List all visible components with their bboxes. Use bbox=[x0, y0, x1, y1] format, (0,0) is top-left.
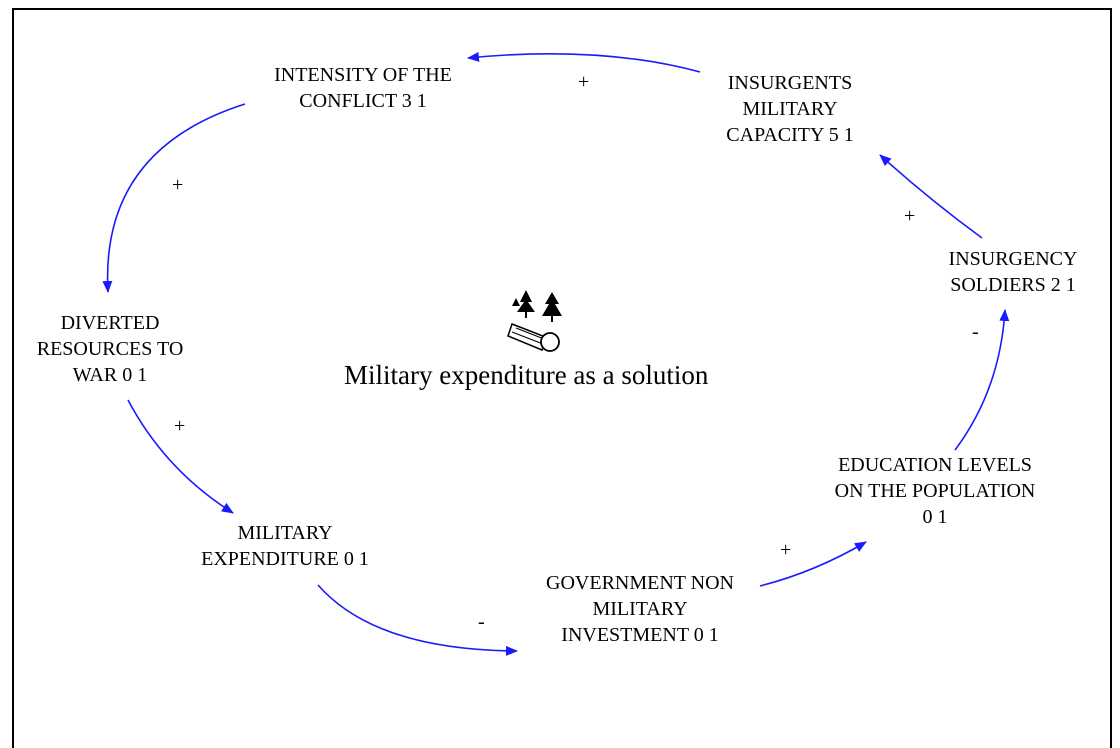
polarity-soldiers-to-capacity: + bbox=[904, 205, 916, 227]
node-insurgency-soldiers: INSURGENCY SOLDIERS 2 1 bbox=[948, 248, 1078, 296]
polarity-investment-to-education: + bbox=[780, 539, 792, 561]
loop-icon bbox=[507, 290, 562, 352]
node-military-expenditure: MILITARY EXPENDITURE 0 1 bbox=[201, 522, 369, 570]
polarity-education-to-soldiers: - bbox=[972, 321, 979, 343]
link-education-to-soldiers bbox=[954, 309, 1010, 451]
node-government-non-military-investment: GOVERNMENT NON MILITARY INVESTMENT 0 1 bbox=[546, 572, 734, 646]
diagram-frame bbox=[12, 8, 1112, 748]
link-capacity-to-intensity bbox=[467, 51, 701, 73]
link-soldiers-to-capacity bbox=[879, 154, 983, 239]
node-insurgents-military-capacity: INSURGENTS MILITARY CAPACITY 5 1 bbox=[726, 72, 854, 146]
link-diverted-to-expenditure bbox=[127, 399, 234, 514]
loop-title: Military expenditure as a solution bbox=[344, 360, 709, 390]
node-intensity-of-conflict: INTENSITY OF THE CONFLICT 3 1 bbox=[274, 64, 452, 112]
link-expenditure-to-investment bbox=[317, 584, 518, 656]
arrows-layer bbox=[102, 51, 1010, 656]
polarity-diverted-to-expenditure: + bbox=[174, 415, 186, 437]
link-investment-to-education bbox=[759, 541, 867, 587]
node-education-levels: EDUCATION LEVELS ON THE POPULATION 0 1 bbox=[834, 454, 1036, 528]
node-diverted-resources: DIVERTED RESOURCES TO WAR 0 1 bbox=[36, 312, 184, 386]
diagram-canvas: INTENSITY OF THE CONFLICT 3 1 INSURGENTS… bbox=[12, 8, 1112, 748]
polarity-intensity-to-diverted: + bbox=[172, 174, 184, 196]
polarity-capacity-to-intensity: + bbox=[578, 71, 590, 93]
link-intensity-to-diverted bbox=[102, 103, 246, 293]
polarity-expenditure-to-investment: - bbox=[478, 611, 485, 633]
